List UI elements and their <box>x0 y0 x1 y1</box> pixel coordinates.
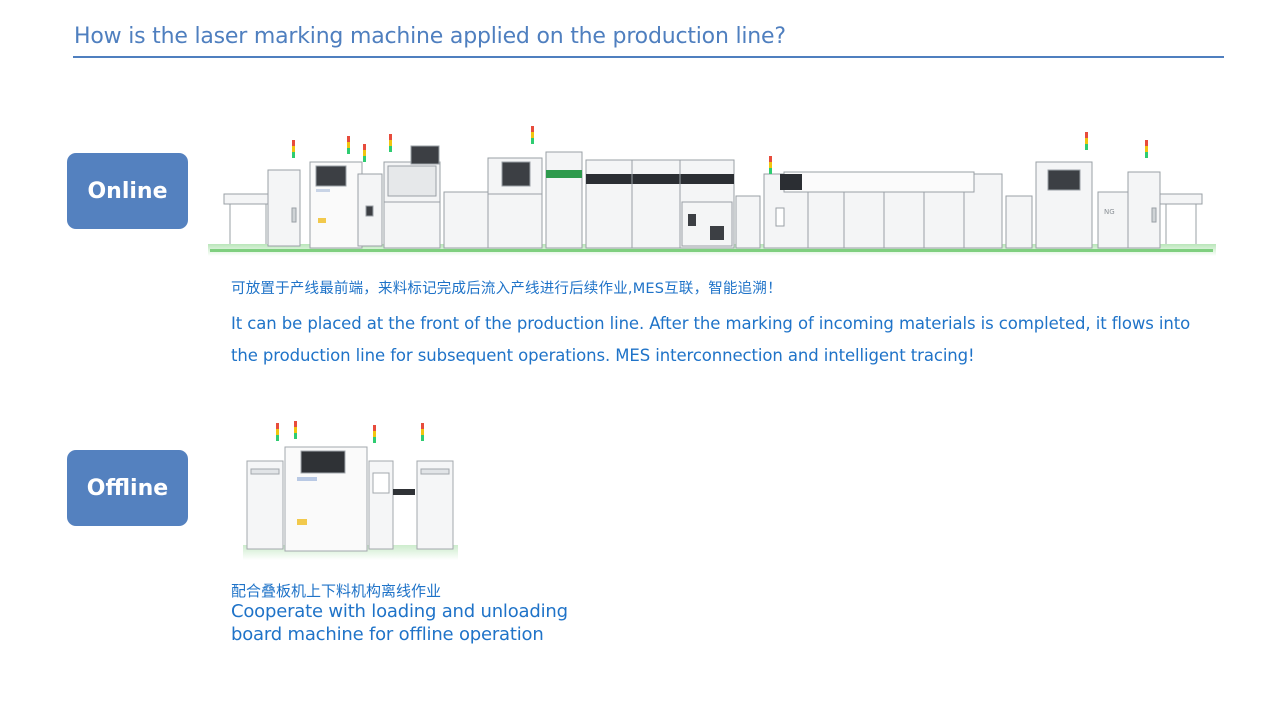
online-description: 可放置于产线最前端，来料标记完成后流入产线进行后续作业,MES互联，智能追溯！ … <box>231 278 1206 372</box>
offline-setup-illustration <box>243 421 458 560</box>
offline-description-cn: 配合叠板机上下料机构离线作业 <box>231 582 442 600</box>
page-title: How is the laser marking machine applied… <box>74 24 786 49</box>
online-description-cn: 可放置于产线最前端，来料标记完成后流入产线进行后续作业,MES互联，智能追溯！ <box>231 281 782 297</box>
online-production-line-illustration: NG <box>208 126 1216 256</box>
title-divider <box>73 56 1224 58</box>
offline-description-en: Cooperate with loading and unloading boa… <box>231 601 568 645</box>
offline-badge: Offline <box>67 450 188 526</box>
ng-station-label: NG <box>1104 208 1115 216</box>
online-description-en: It can be placed at the front of the pro… <box>231 314 1191 365</box>
offline-description: 配合叠板机上下料机构离线作业 Cooperate with loading an… <box>231 582 631 646</box>
online-badge: Online <box>67 153 188 229</box>
